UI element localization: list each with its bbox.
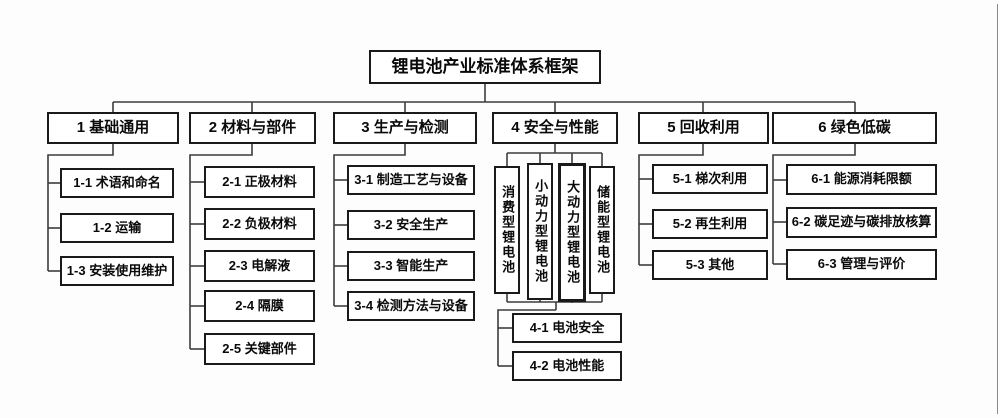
node-5-2-regeneration-utilization: 5-2 再生利用	[652, 209, 768, 239]
category-box-large-power-battery: 大动力型锂电池	[558, 163, 586, 302]
node-4-2-battery-performance: 4-2 电池性能	[512, 351, 622, 381]
branch-box-2-materials: 2 材料与部件	[189, 112, 316, 144]
category-box-small-power-battery: 小动力型锂电池	[527, 163, 553, 300]
node-2-2-anode-materials: 2-2 负极材料	[204, 208, 315, 240]
node-4-1-battery-safety: 4-1 电池安全	[512, 313, 622, 343]
node-3-3-intelligent-production: 3-3 智能生产	[347, 251, 475, 281]
category-box-energy-storage-battery: 储能型锂电池	[589, 166, 615, 294]
node-3-1-manufacturing-process-equipment: 3-1 制造工艺与设备	[347, 165, 475, 195]
node-1-3-installation-maintenance: 1-3 安装使用维护	[60, 256, 174, 286]
branch-box-6-green-low-carbon: 6 绿色低碳	[772, 112, 937, 144]
node-5-3-other: 5-3 其他	[652, 250, 768, 280]
diagram-title: 锂电池产业标准体系框架	[369, 50, 601, 84]
node-2-1-cathode-materials: 2-1 正极材料	[204, 166, 315, 198]
branch-box-5-recycling: 5 回收利用	[638, 112, 769, 144]
node-2-3-electrolyte: 2-3 电解液	[204, 250, 315, 282]
node-3-4-testing-methods-equipment: 3-4 检测方法与设备	[347, 291, 475, 321]
node-5-1-cascade-utilization: 5-1 梯次利用	[652, 164, 768, 194]
branch-box-4-safety-performance: 4 安全与性能	[492, 112, 618, 144]
branch-box-3-production: 3 生产与检测	[333, 112, 477, 144]
node-6-2-carbon-footprint-accounting: 6-2 碳足迹与碳排放核算	[786, 207, 937, 238]
branch-box-1-basics: 1 基础通用	[47, 112, 179, 144]
node-6-1-energy-consumption-limit: 6-1 能源消耗限额	[786, 164, 937, 195]
node-6-3-management-evaluation: 6-3 管理与评价	[786, 249, 937, 280]
page-right-edge	[997, 4, 998, 414]
node-3-2-production-safety: 3-2 安全生产	[347, 210, 475, 240]
node-1-1-terminology: 1-1 术语和命名	[60, 168, 174, 198]
category-box-consumer-battery: 消费型锂电池	[494, 166, 520, 294]
node-2-4-separator: 2-4 隔膜	[204, 290, 315, 322]
node-2-5-key-components: 2-5 关键部件	[204, 333, 315, 365]
node-1-2-transport: 1-2 运输	[60, 213, 174, 243]
